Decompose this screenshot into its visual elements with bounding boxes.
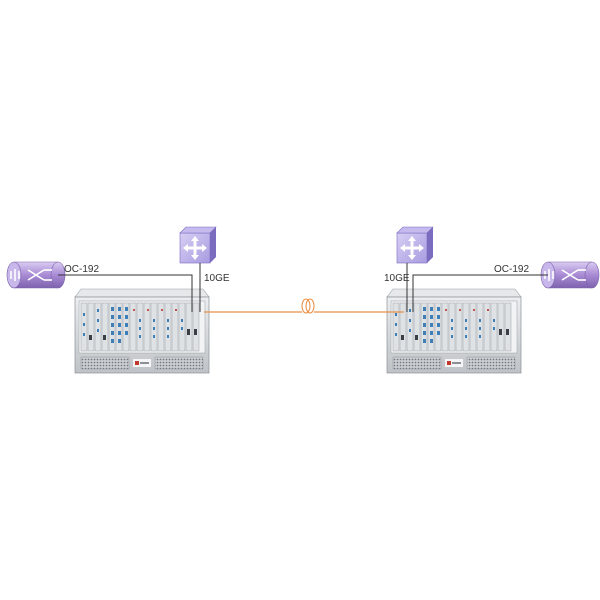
right-oc192-wire [412, 274, 548, 312]
left-chassis-icon [74, 288, 210, 374]
left-router [6, 261, 66, 289]
left-oc192-label: OC-192 [64, 264, 99, 275]
left-10ge-label: 10GE [204, 273, 230, 284]
right-switch-icon [396, 226, 434, 264]
right-router [540, 261, 600, 289]
right-oc192-label: OC-192 [494, 264, 529, 275]
fiber-coil-icon [301, 298, 315, 314]
right-switch [396, 226, 434, 264]
left-switch-icon [179, 226, 217, 264]
left-oc192-wire [58, 274, 193, 312]
left-chassis [74, 288, 210, 374]
right-router-icon [540, 261, 600, 289]
left-router-icon [6, 261, 66, 289]
right-10ge-label: 10GE [384, 273, 410, 284]
left-switch [179, 226, 217, 264]
